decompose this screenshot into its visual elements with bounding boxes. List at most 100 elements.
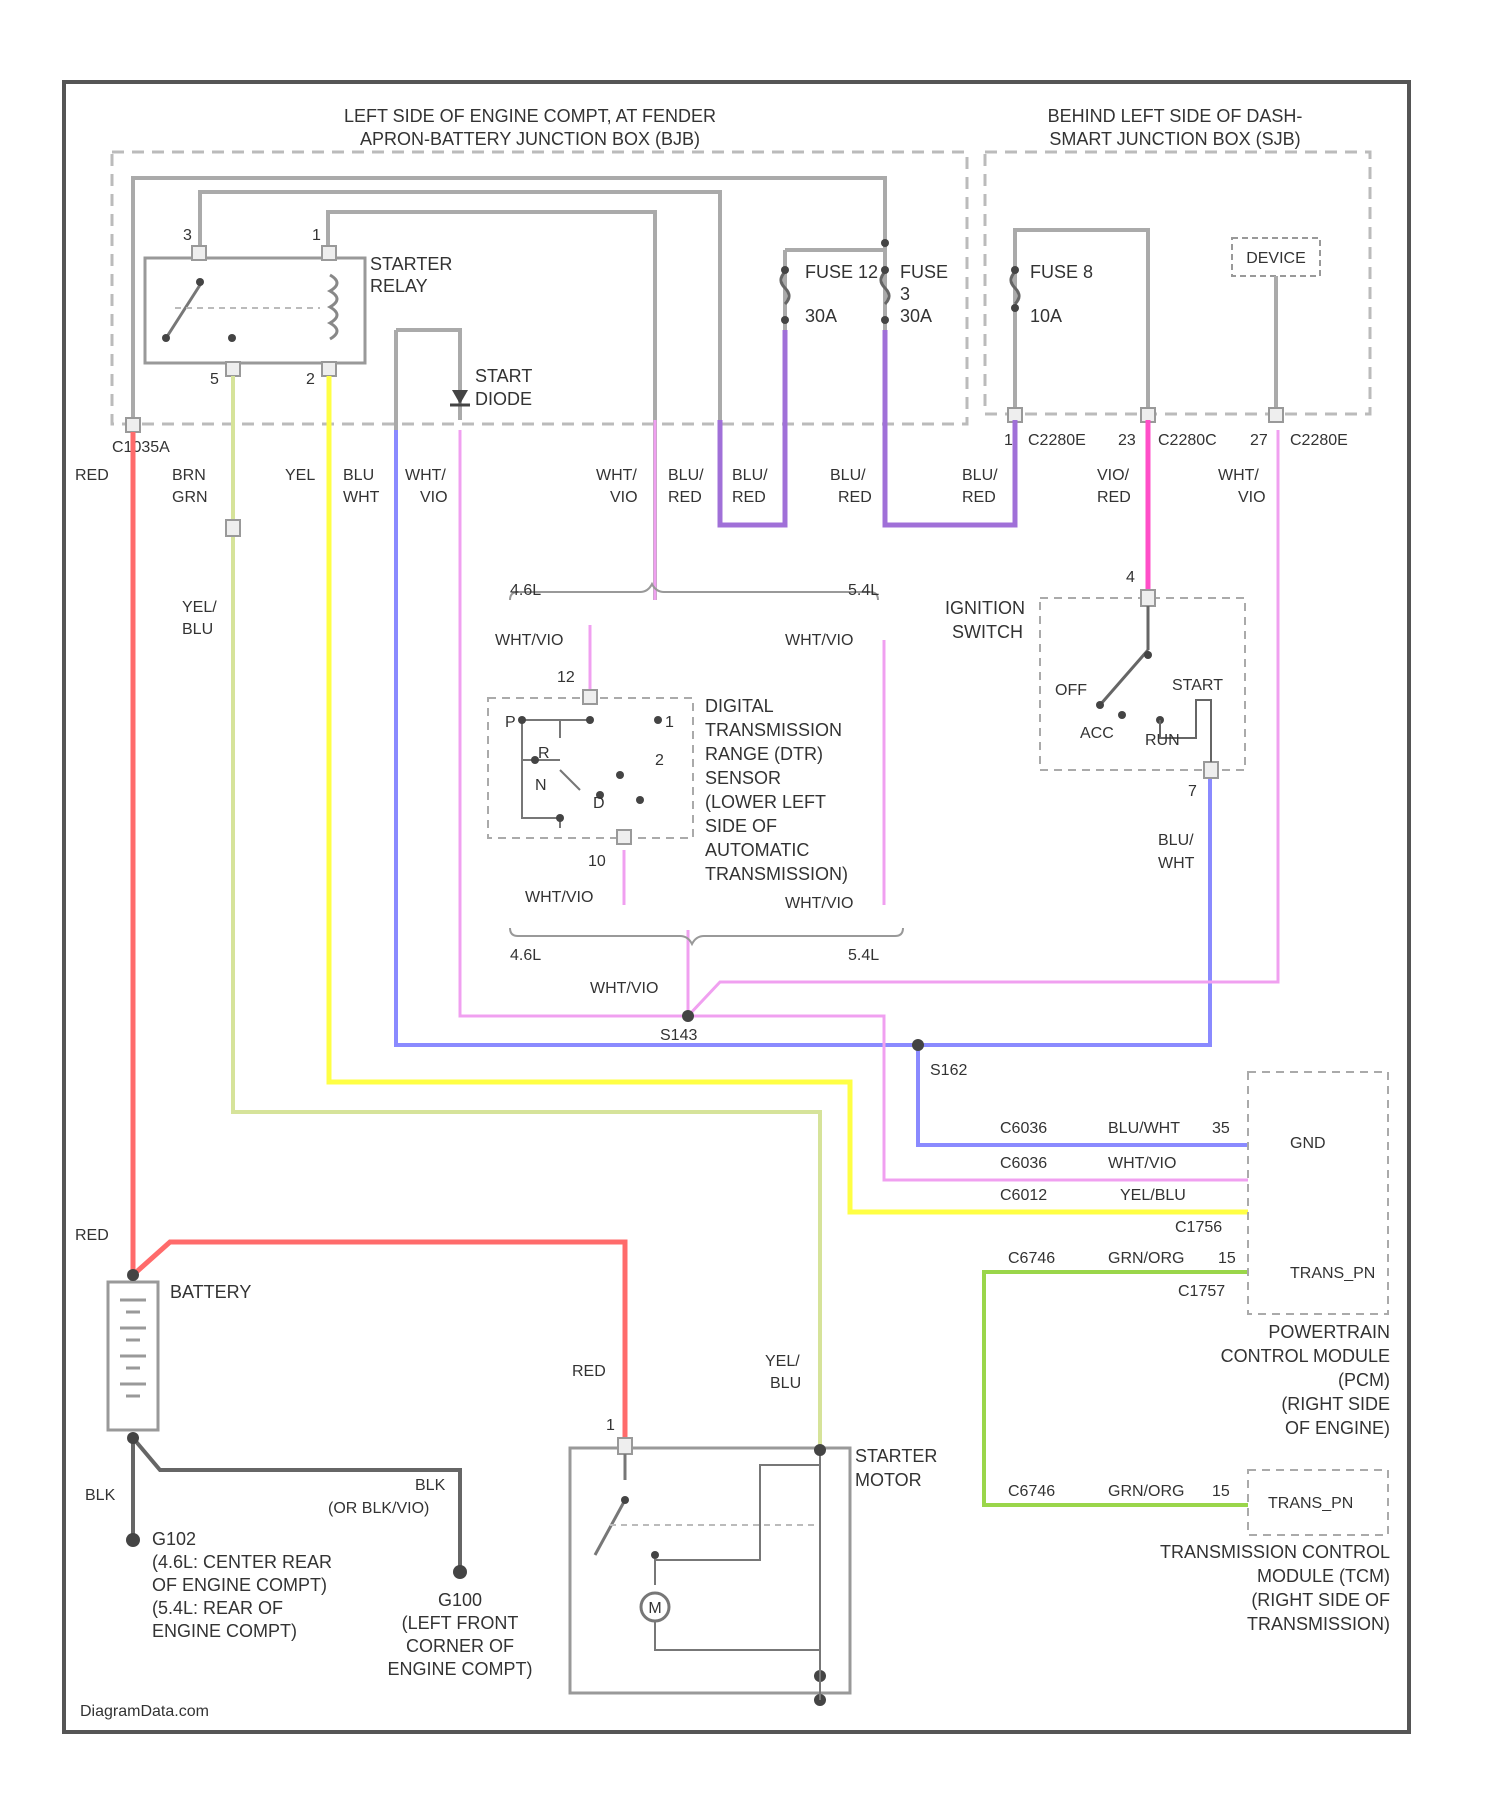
wire-label-vio-red-1: VIO/ bbox=[1097, 467, 1130, 484]
wire-label-wht-vio-2: VIO bbox=[420, 489, 448, 506]
dtr-label-3: RANGE (DTR) bbox=[705, 744, 823, 764]
sjb-pin-c: 27 bbox=[1250, 432, 1268, 449]
wire-label-blu-red-c2: RED bbox=[838, 489, 872, 506]
diagram-frame bbox=[64, 82, 1409, 1732]
ground-g100: G100 (LEFT FRONT CORNER OF ENGINE COMPT) bbox=[387, 1565, 532, 1679]
fuse-12: FUSE 12 30A bbox=[781, 262, 878, 326]
battery-label: BATTERY bbox=[170, 1282, 251, 1302]
wire-label-brn: BRN bbox=[172, 467, 206, 484]
wire-label-blu-red-a1: BLU/ bbox=[668, 467, 704, 484]
wire-label-yel-blu-1: YEL/ bbox=[182, 599, 217, 616]
pcm-pin-1: 35 bbox=[1212, 1120, 1230, 1137]
dtr-pin-12: 12 bbox=[557, 669, 575, 686]
fuse-8-rating: 10A bbox=[1030, 306, 1062, 326]
wire-grn-org-trans bbox=[984, 1272, 1248, 1505]
wire-label-vio-red-2: RED bbox=[1097, 489, 1131, 506]
tcm-pin: 15 bbox=[1212, 1483, 1230, 1500]
pcm-label-3: (PCM) bbox=[1338, 1370, 1390, 1390]
starter-motor: M 1 STARTER MOTOR bbox=[570, 1417, 937, 1706]
sjb-connector-b: C2280C bbox=[1158, 432, 1217, 449]
splice-s143-label: S143 bbox=[660, 1027, 697, 1044]
wire-label-wht-vio-b1: WHT/ bbox=[596, 467, 637, 484]
dtr-wire-2: WHT/VIO bbox=[785, 632, 853, 649]
pcm-conn-1: C6036 bbox=[1000, 1120, 1047, 1137]
sjb-device: DEVICE bbox=[1232, 238, 1320, 420]
relay-pin-1: 1 bbox=[312, 227, 321, 244]
prnd-1: 1 bbox=[665, 714, 674, 731]
sjb-pin-a: 1 bbox=[1004, 432, 1013, 449]
pcm-conn-3: C6012 bbox=[1000, 1187, 1047, 1204]
dtr-pin-10: 10 bbox=[588, 853, 606, 870]
pcm-pin-gnd: GND bbox=[1290, 1135, 1326, 1152]
wire-label-wht-vio-c2: VIO bbox=[1238, 489, 1266, 506]
dtr-label-5: (LOWER LEFT bbox=[705, 792, 826, 812]
ignition-acc: ACC bbox=[1080, 725, 1114, 742]
sjb-connector-a: C2280E bbox=[1028, 432, 1086, 449]
prnd-2: 2 bbox=[655, 752, 664, 769]
ignition-start: START bbox=[1172, 677, 1223, 694]
pcm-label-1: POWERTRAIN bbox=[1268, 1322, 1390, 1342]
sjb-title-line2: SMART JUNCTION BOX (SJB) bbox=[1049, 129, 1300, 149]
dtr-label-1: DIGITAL bbox=[705, 696, 774, 716]
pcm-pin-trans-pn: TRANS_PN bbox=[1290, 1265, 1375, 1282]
tcm-label-1: TRANSMISSION CONTROL bbox=[1160, 1542, 1390, 1562]
wire-label-red-2: RED bbox=[75, 1227, 109, 1244]
starter-relay-label-1: STARTER bbox=[370, 254, 452, 274]
splice-s143 bbox=[682, 1010, 694, 1022]
tcm-label-2: MODULE (TCM) bbox=[1257, 1566, 1390, 1586]
sjb-title-line1: BEHIND LEFT SIDE OF DASH- bbox=[1048, 106, 1303, 126]
wire-label-blu-red-a2: RED bbox=[668, 489, 702, 506]
relay-pin-3: 3 bbox=[183, 227, 192, 244]
dtr-label-4: SENSOR bbox=[705, 768, 781, 788]
prnd-r: R bbox=[538, 745, 550, 762]
dtr-sensor-label: DIGITAL TRANSMISSION RANGE (DTR) SENSOR … bbox=[705, 696, 848, 884]
wire-label-blu-red-b2: RED bbox=[732, 489, 766, 506]
motor-m: M bbox=[648, 1600, 661, 1617]
dtr-label-2: TRANSMISSION bbox=[705, 720, 842, 740]
ignition-pin-7: 7 bbox=[1188, 783, 1197, 800]
wire-label-blk-2: BLK bbox=[415, 1477, 446, 1494]
wire-label-blu-wht-ign-2: WHT bbox=[1158, 855, 1195, 872]
prnd-d: D bbox=[593, 795, 605, 812]
wire-label-blk-3: (OR BLK/VIO) bbox=[328, 1500, 429, 1517]
starter-relay-label-2: RELAY bbox=[370, 276, 428, 296]
ignition-switch: 4 7 OFF START ACC RUN IGNITION SWITCH bbox=[945, 569, 1245, 800]
starter-motor-label-2: MOTOR bbox=[855, 1470, 922, 1490]
wire-label-blu-wht-2: WHT bbox=[343, 489, 380, 506]
g100-label-3: CORNER OF bbox=[406, 1636, 514, 1656]
pcm-conn-4: C6746 bbox=[1008, 1250, 1055, 1267]
wire-label-red-1: RED bbox=[75, 467, 109, 484]
wire-label-blu-wht-ign-1: BLU/ bbox=[1158, 832, 1194, 849]
sjb-pin-b: 23 bbox=[1118, 432, 1136, 449]
wire-label-wht-vio-1: WHT/ bbox=[405, 467, 446, 484]
g102-label-5: ENGINE COMPT) bbox=[152, 1621, 297, 1641]
wire-label-wht-vio-c1: WHT/ bbox=[1218, 467, 1259, 484]
g100-label-4: ENGINE COMPT) bbox=[387, 1659, 532, 1679]
dtr-label-8: TRANSMISSION) bbox=[705, 864, 848, 884]
box-connectors: C1035A 1 C2280E 23 C2280C 27 C2280E bbox=[112, 408, 1348, 456]
g100-label-1: G100 bbox=[438, 1590, 482, 1610]
splice-s162-label: S162 bbox=[930, 1062, 967, 1079]
wire-label-blu-red-d2: RED bbox=[962, 489, 996, 506]
sjb-connector-c: C2280E bbox=[1290, 432, 1348, 449]
dtr-sensor: P R N D 2 1 12 10 bbox=[488, 669, 693, 870]
prnd-p: P bbox=[505, 714, 516, 731]
starter-relay: 3 1 5 2 STARTER RELAY bbox=[145, 227, 452, 388]
pcm-wire-3: YEL/BLU bbox=[1120, 1187, 1186, 1204]
fuse-12-label: FUSE 12 bbox=[805, 262, 878, 282]
engine-variant-b1: 4.6L bbox=[510, 947, 541, 964]
wire-label-yel: YEL bbox=[285, 467, 315, 484]
relay-pin-2: 2 bbox=[306, 371, 315, 388]
relay-pin-5: 5 bbox=[210, 371, 219, 388]
tcm-label-3: (RIGHT SIDE OF bbox=[1251, 1590, 1390, 1610]
ground-g102: G102 (4.6L: CENTER REAR OF ENGINE COMPT)… bbox=[126, 1529, 332, 1641]
g102-label-1: G102 bbox=[152, 1529, 196, 1549]
fuse-3: FUSE 3 30A bbox=[881, 239, 948, 326]
wire-red-starter-motor bbox=[133, 1242, 625, 1440]
tcm-wire: GRN/ORG bbox=[1108, 1483, 1184, 1500]
dtr-label-7: AUTOMATIC bbox=[705, 840, 809, 860]
pcm-pin-4: 15 bbox=[1218, 1250, 1236, 1267]
engine-variant-b2: 5.4L bbox=[848, 947, 879, 964]
battery: BATTERY bbox=[108, 1269, 251, 1444]
pcm-label-4: (RIGHT SIDE bbox=[1281, 1394, 1390, 1414]
